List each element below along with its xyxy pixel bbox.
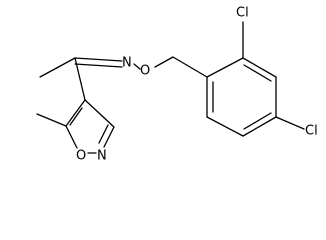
atom-label-ring-o: O (76, 149, 86, 164)
bond-c5-o1 (65, 125, 78, 149)
bond-n2-c3-inner (98, 124, 109, 144)
bond-ar1-ar2 (206, 57, 244, 78)
atom-label-oxime-n: N (122, 56, 132, 71)
atom-label-oxime-o: O (140, 64, 150, 79)
bond-c3-c4 (84, 99, 115, 128)
bond-n-o (133, 63, 141, 70)
atom-label-cl-para: Cl (305, 124, 318, 139)
bond-ar4-ar5-inner (243, 112, 272, 130)
bond-c4-c5 (65, 99, 86, 127)
bond-ar5-ar6 (206, 116, 244, 137)
chemical-structure: N O O N Cl Cl (36, 6, 318, 164)
bond-ar4-ar5 (242, 116, 277, 137)
bond-ar2-ar3-inner (243, 64, 272, 82)
bond-c5-methyl (36, 113, 67, 127)
atom-label-ring-n: N (97, 149, 107, 164)
bond-o-ch2 (154, 56, 174, 68)
bond-ch2-aryl (172, 56, 208, 78)
atom-label-cl-ortho: Cl (236, 6, 249, 21)
bond-methyl-c (39, 57, 76, 78)
bond-c-isoxazole (74, 57, 86, 101)
bond-ar2-ar3 (242, 57, 277, 78)
bond-ar4-cl (275, 116, 305, 130)
bond-c-oxime-n-2 (74, 63, 123, 68)
bond-c4-c5-inner (69, 107, 83, 126)
bond-n2-c3 (103, 126, 115, 148)
bond-c-oxime-n-1 (74, 57, 123, 62)
